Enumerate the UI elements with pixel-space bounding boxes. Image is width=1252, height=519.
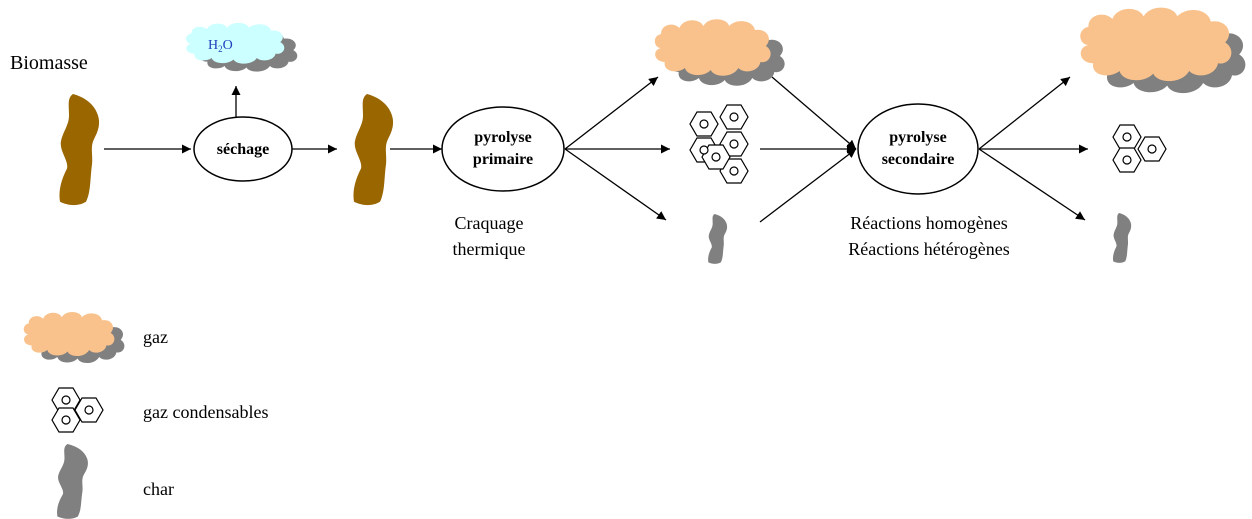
water-vapor-cloud: H2O — [186, 22, 298, 72]
arrow-primary-to-gas — [564, 76, 659, 150]
final-condensable-molecules — [1112, 124, 1167, 173]
gas-cloud-icon — [23, 311, 125, 364]
primary-pyrolysis-label-1: pyrolyse — [474, 129, 531, 146]
arrow-primary-to-char — [564, 148, 667, 221]
primary-pyrolysis-label-2: primaire — [473, 151, 533, 168]
legend-label-gas: gaz — [143, 327, 168, 347]
cracking-label-2: thermique — [453, 239, 526, 259]
legend: gaz gaz condensables char — [23, 311, 268, 519]
drying-node: séchage — [193, 116, 293, 182]
char-icon — [57, 444, 88, 519]
primary-condensable-molecules — [689, 104, 749, 184]
final-gas-cloud — [1080, 7, 1246, 94]
reactions-label-2: Réactions hétérogènes — [848, 239, 1009, 259]
legend-label-condensables: gaz condensables — [143, 402, 268, 422]
secondary-pyrolysis-label-2: secondaire — [882, 151, 955, 168]
final-char-icon — [1112, 213, 1132, 263]
reactions-label-1: Réactions homogènes — [850, 213, 1007, 233]
arrow-secondary-to-gas — [978, 76, 1071, 150]
biomass-label: Biomasse — [10, 52, 88, 74]
drying-label: séchage — [217, 141, 269, 158]
arrow-char-to-secondary — [759, 148, 857, 223]
primary-char-icon — [708, 214, 728, 264]
arrow-secondary-to-char — [978, 148, 1086, 221]
cracking-label-1: Craquage — [455, 213, 524, 233]
secondary-pyrolysis-label-1: pyrolyse — [889, 129, 946, 146]
dried-biomass-icon — [353, 94, 394, 206]
arrow-gas-to-secondary — [771, 76, 857, 150]
water-formula: H2O — [208, 38, 233, 54]
condensable-gas-icon — [51, 387, 104, 433]
secondary-pyrolysis-node: pyrolyse secondaire — [857, 103, 979, 195]
legend-label-char: char — [143, 479, 174, 499]
biomass-icon — [59, 94, 100, 206]
primary-gas-cloud — [654, 19, 785, 86]
primary-pyrolysis-node: pyrolyse primaire — [441, 106, 565, 192]
